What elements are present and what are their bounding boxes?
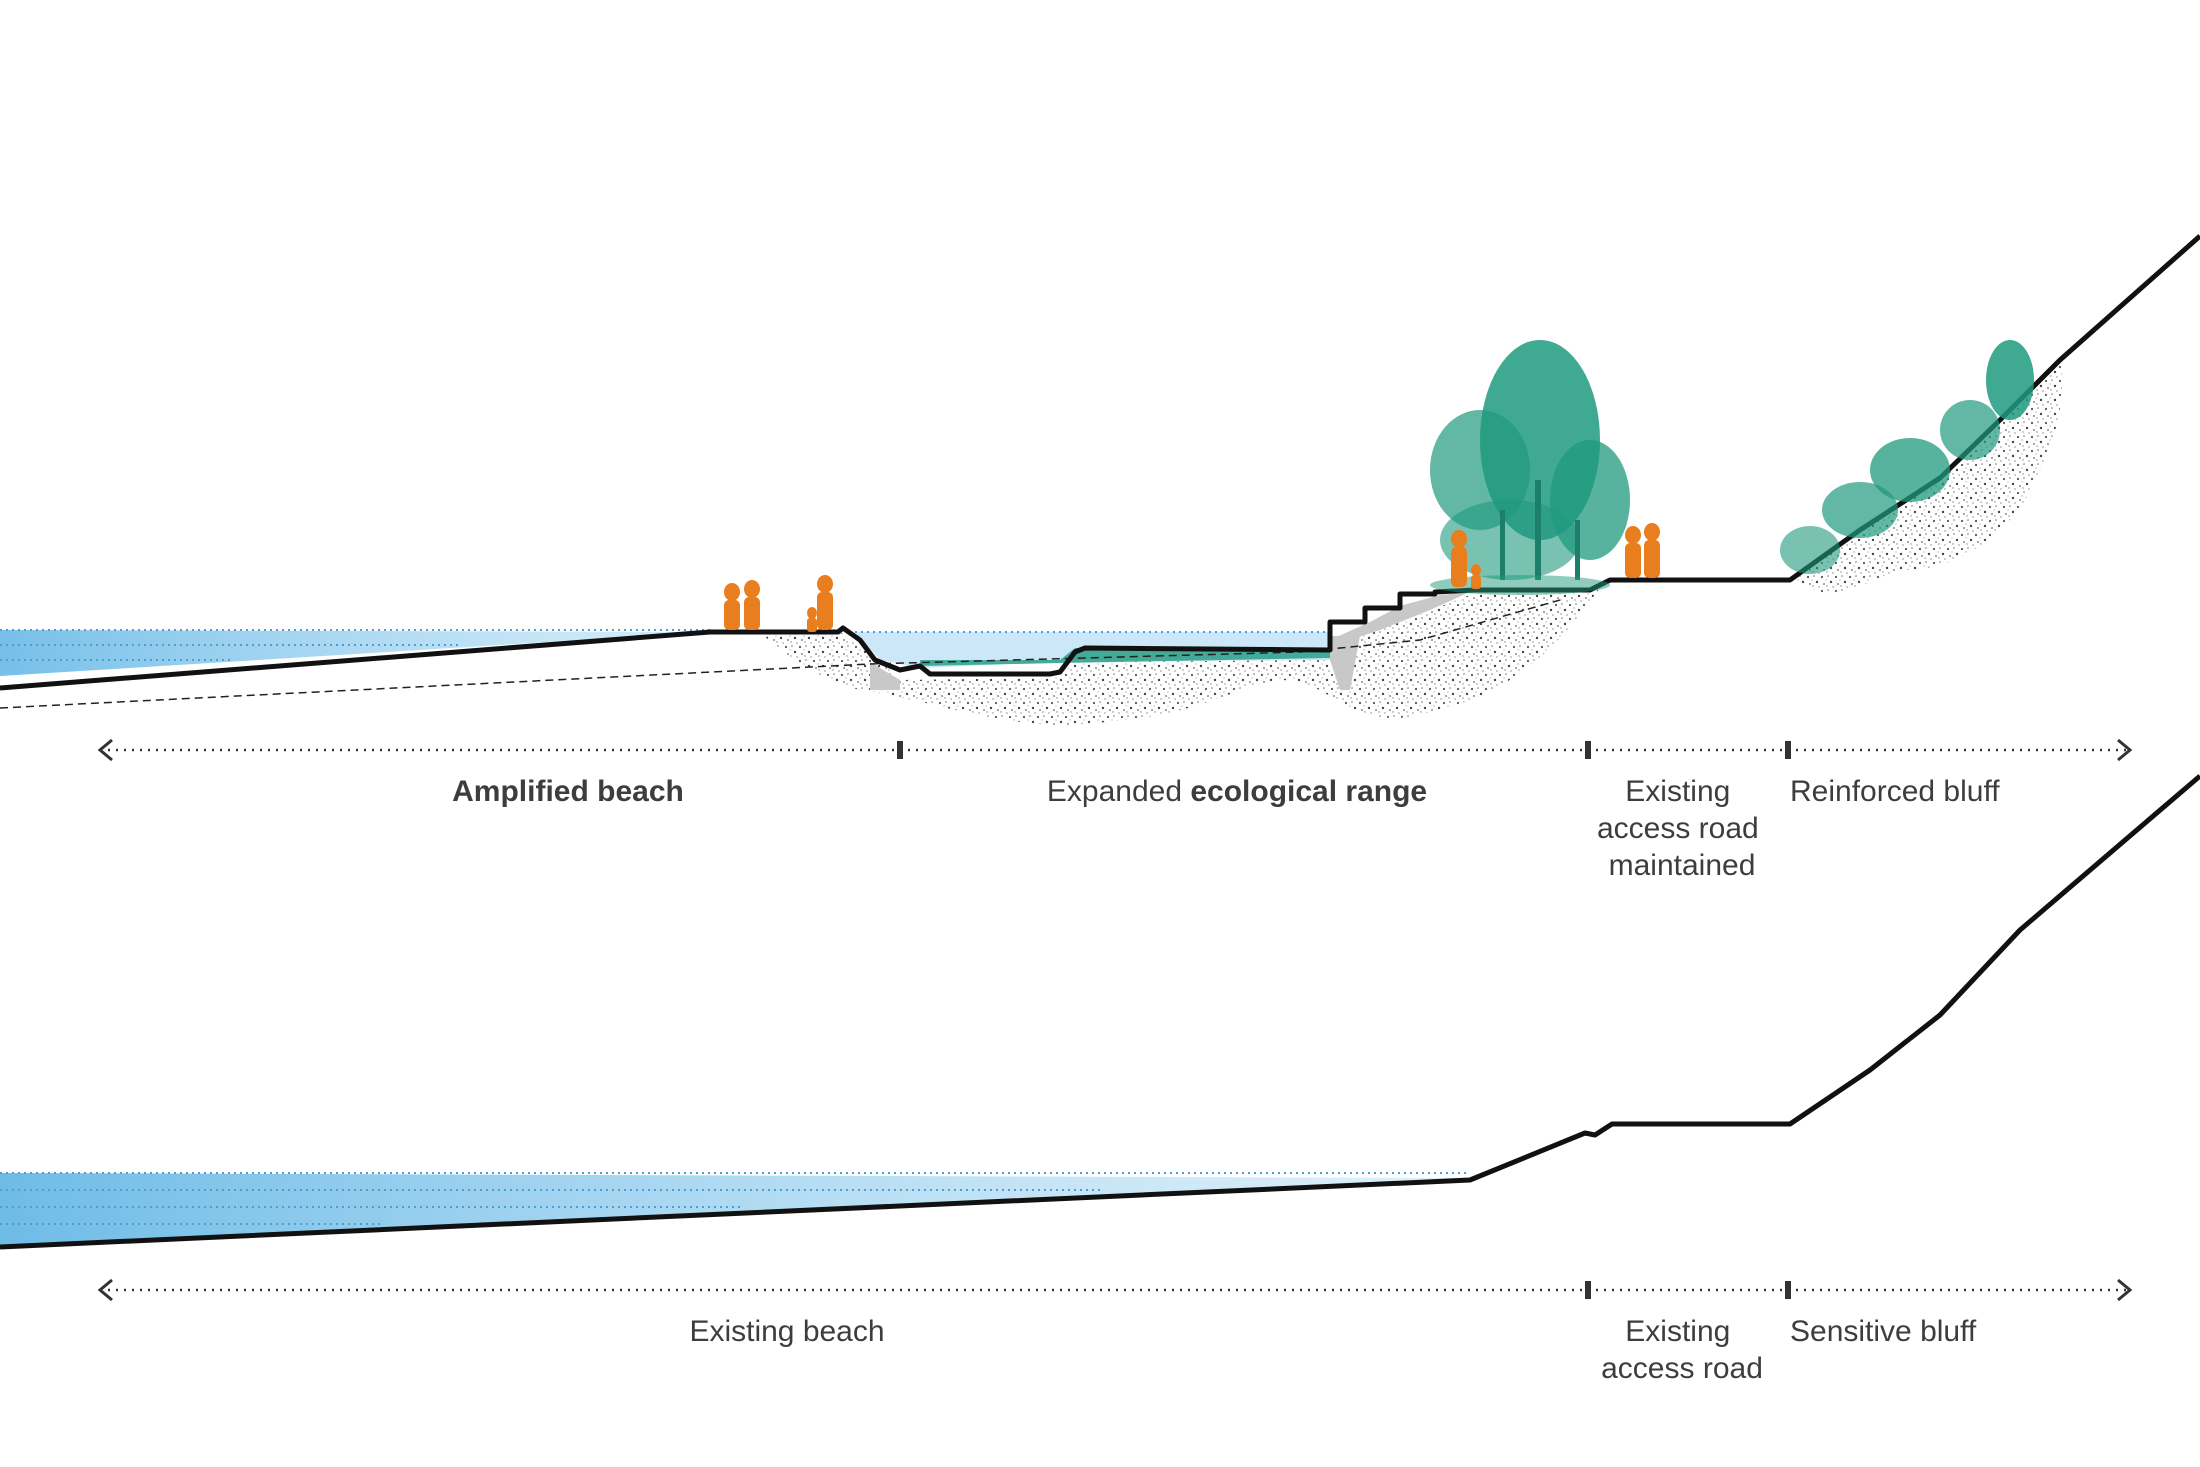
label-access-road-maintained: Existing access road maintained — [1597, 775, 1767, 882]
retaining-wall-left — [870, 662, 900, 690]
stair-block — [1330, 592, 1470, 640]
water-lines-bottom — [0, 1172, 1470, 1225]
pond-vegetation — [920, 648, 1330, 666]
label-amplified-beach: Amplified beach — [452, 775, 684, 808]
label-existing-beach: Existing beach — [689, 1315, 884, 1348]
retaining-wall-right — [1330, 636, 1360, 690]
dimension-line-bottom — [97, 1278, 2133, 1302]
tree-cluster — [1430, 340, 1630, 595]
label-reinforced-bluff: Reinforced bluff — [1790, 775, 2000, 808]
gravel-fill-ecological — [760, 588, 1600, 725]
water-top — [0, 630, 710, 676]
dimension-line-top — [97, 738, 2133, 762]
people-beach — [724, 575, 833, 632]
label-ecological-range: Expanded ecological range — [1047, 775, 1427, 808]
label-existing-access-road: Existing access road — [1601, 1315, 1763, 1385]
existing-section: Existing beach Existing access road Sens… — [0, 774, 2200, 1385]
proposed-section: Amplified beach Expanded ecological rang… — [0, 234, 2200, 882]
ground-profile-top — [0, 234, 2200, 691]
bluff-vegetation — [1780, 340, 2034, 574]
ground-profile-bottom — [0, 774, 2200, 1250]
label-sensitive-bluff: Sensitive bluff — [1790, 1315, 1977, 1348]
people-terrace — [1451, 523, 1660, 589]
water-lines-top — [0, 629, 710, 661]
